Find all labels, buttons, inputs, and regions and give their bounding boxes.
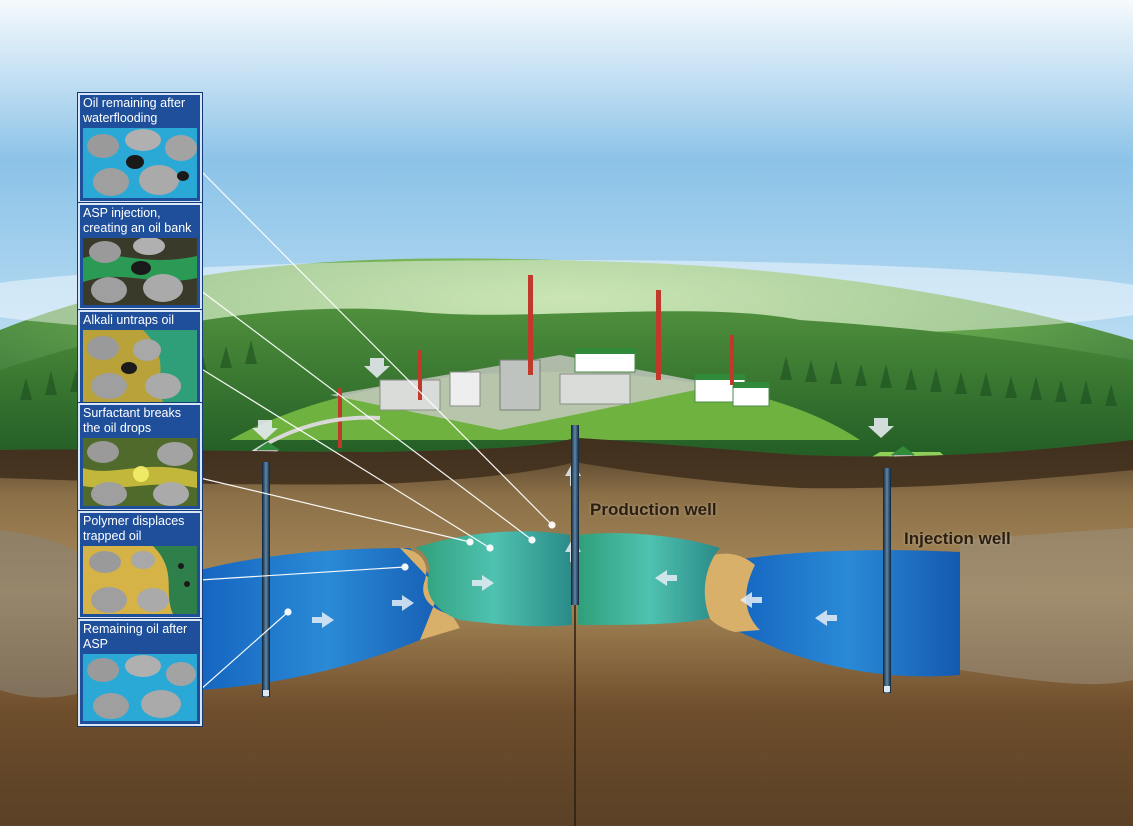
production-well-pipe — [571, 425, 579, 605]
panel-surfactant-breaks-oil-drops: Surfactant breaks the oil drops — [78, 403, 202, 511]
oil-bank-left — [415, 531, 572, 627]
pore-scale-image — [83, 238, 197, 305]
soil-section — [0, 438, 1133, 826]
panel-label: Surfactant breaks the oil drops — [83, 406, 181, 435]
rock-left — [0, 530, 90, 698]
injection-well-right-pipe — [883, 468, 891, 693]
pore-scale-image — [83, 128, 197, 198]
pore-scale-image — [83, 546, 197, 614]
panel-label: Polymer displaces trapped oil — [83, 514, 185, 543]
injection-well-left-pipe — [262, 462, 270, 697]
callout-lines — [199, 169, 556, 691]
panel-asp-injection: ASP injection, creating an oil bank — [78, 203, 202, 310]
surface-down-arrows — [252, 358, 894, 440]
panel-alkali-untraps-oil: Alkali untraps oil — [78, 310, 202, 407]
panel-label: Oil remaining after waterflooding — [83, 96, 186, 125]
panel-label: Alkali untraps oil — [83, 313, 175, 327]
oil-bank-right — [578, 533, 720, 625]
pore-scale-image — [83, 654, 197, 721]
panel-polymer-displaces-trapped-oil: Polymer displaces trapped oil — [78, 511, 202, 619]
production-well-label: Production well — [590, 500, 717, 519]
panel-remaining-oil-after-asp: Remaining oil after ASP — [78, 619, 202, 726]
panel-oil-remaining-after-waterflooding: Oil remaining after waterflooding — [78, 93, 202, 203]
sand-front-right — [696, 553, 760, 632]
water-zone-right — [735, 550, 960, 677]
pore-scale-image — [83, 438, 197, 506]
topsoil-band — [0, 438, 1133, 489]
panel-label: ASP injection, creating an oil bank — [83, 206, 192, 235]
panel-label: Remaining oil after ASP — [83, 622, 188, 651]
rock-right — [960, 528, 1133, 685]
pore-scale-image — [83, 330, 197, 402]
processing-facility — [238, 275, 770, 464]
injection-well-label: Injection well — [904, 529, 1011, 548]
